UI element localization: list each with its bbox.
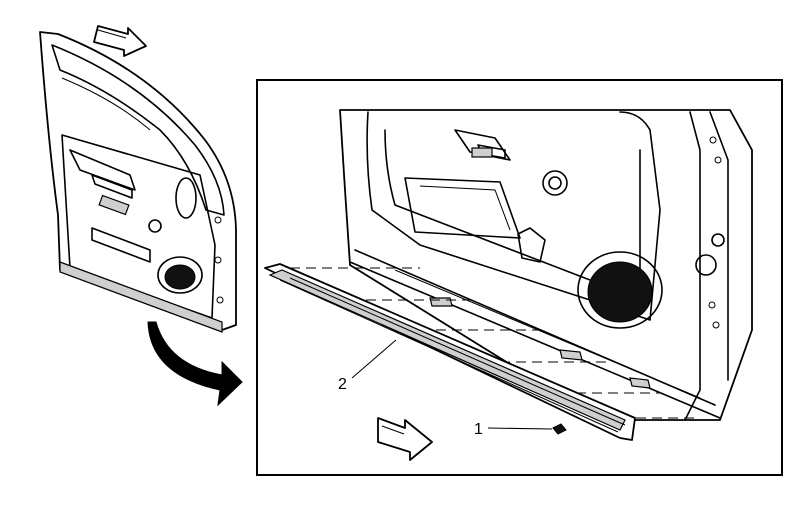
callout-label-2: 2 xyxy=(338,376,347,393)
callout-leader-2 xyxy=(351,339,397,379)
direction-arrow-top xyxy=(93,25,147,57)
direction-arrow-bottom xyxy=(377,417,433,461)
fastener xyxy=(552,423,567,435)
detail-door xyxy=(339,109,753,421)
curved-arrow xyxy=(147,321,243,407)
sill-plate xyxy=(264,263,636,441)
callout-leader-1 xyxy=(487,427,553,430)
overview-door xyxy=(39,31,237,333)
callout-label-1: 1 xyxy=(474,421,483,438)
